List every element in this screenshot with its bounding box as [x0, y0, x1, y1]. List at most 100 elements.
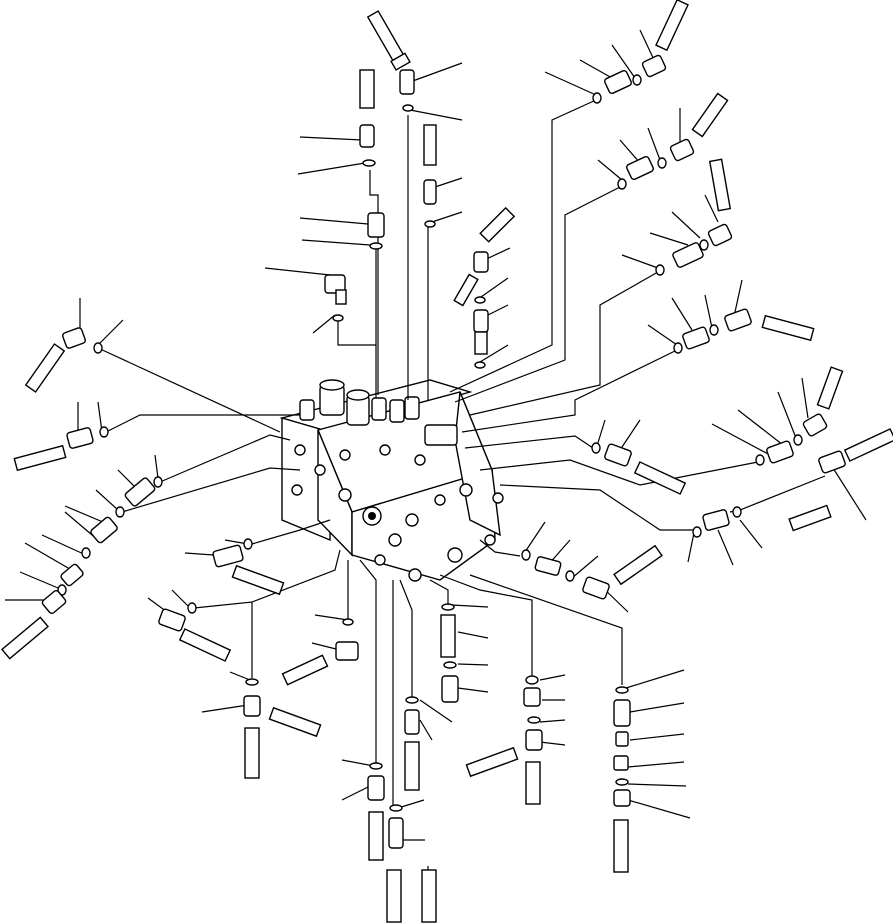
- o-ring: [692, 526, 702, 538]
- elbow-fitting: [324, 274, 347, 305]
- elbow-fitting: [802, 413, 828, 437]
- hose-end: [404, 741, 420, 791]
- fitting: [604, 69, 632, 95]
- o-ring: [474, 361, 486, 369]
- control-valve-block: [279, 379, 504, 582]
- o-ring: [617, 178, 627, 190]
- fitting: [441, 675, 459, 703]
- fitting: [367, 775, 385, 801]
- fitting: [523, 687, 541, 707]
- o-ring: [369, 762, 383, 770]
- elbow-fitting: [669, 138, 695, 162]
- fitting: [702, 509, 730, 531]
- o-ring: [245, 678, 259, 686]
- o-ring: [657, 157, 667, 169]
- fitting: [423, 179, 437, 205]
- elbow-fitting: [212, 544, 244, 568]
- hose-end: [479, 206, 516, 243]
- hose-end: [178, 628, 232, 662]
- fitting: [818, 450, 846, 474]
- o-ring: [332, 314, 344, 322]
- o-ring: [424, 220, 436, 228]
- o-ring: [615, 778, 629, 786]
- fitting: [525, 729, 543, 751]
- fitting: [613, 789, 631, 807]
- fitting: [613, 755, 629, 771]
- fitting: [682, 326, 710, 350]
- hose-end: [1, 616, 49, 660]
- o-ring: [362, 159, 376, 167]
- o-ring: [699, 239, 709, 251]
- fitting: [388, 817, 404, 849]
- o-ring: [525, 675, 539, 685]
- o-ring: [655, 264, 665, 276]
- o-ring: [342, 618, 354, 626]
- hose-end: [231, 564, 285, 596]
- fitting: [359, 124, 375, 148]
- elbow-fitting: [62, 327, 86, 349]
- o-ring: [732, 506, 742, 518]
- hose-end: [281, 654, 329, 686]
- o-ring: [243, 538, 253, 550]
- hose-end: [474, 331, 488, 355]
- hose-end: [788, 504, 832, 532]
- hose-end: [386, 869, 402, 923]
- o-ring: [521, 549, 531, 561]
- fitting: [672, 242, 704, 268]
- elbow-fitting: [158, 608, 186, 632]
- leader-lines: [5, 29, 867, 874]
- o-ring: [93, 342, 103, 354]
- o-ring: [632, 74, 642, 86]
- o-ring: [187, 602, 197, 614]
- o-ring: [441, 603, 455, 611]
- o-ring: [389, 804, 403, 812]
- o-ring: [81, 547, 91, 559]
- hose-end: [421, 869, 437, 923]
- o-ring: [474, 296, 486, 304]
- hose-end: [691, 92, 729, 138]
- fitting: [66, 427, 94, 449]
- o-ring: [402, 104, 414, 112]
- o-ring: [709, 324, 719, 336]
- o-ring: [592, 92, 602, 104]
- fitting: [613, 699, 631, 727]
- fitting: [367, 212, 385, 238]
- fitting: [534, 556, 562, 576]
- hose-end: [24, 343, 66, 393]
- hose-end: [816, 366, 844, 410]
- hose-end: [525, 761, 541, 805]
- fitting: [243, 695, 261, 717]
- hose-end: [366, 10, 411, 71]
- hose-end: [761, 314, 815, 342]
- o-ring: [615, 686, 629, 694]
- fitting: [90, 516, 118, 544]
- elbow-fitting: [41, 589, 67, 615]
- fitting: [473, 309, 489, 333]
- o-ring: [369, 242, 383, 250]
- hose-end: [708, 158, 732, 212]
- hose-end: [368, 811, 384, 861]
- hose-end: [613, 819, 629, 873]
- o-ring: [565, 570, 575, 582]
- hose-end: [268, 706, 322, 738]
- hose-end: [423, 124, 437, 166]
- hose-end: [453, 273, 479, 307]
- hose-end: [655, 0, 689, 52]
- fitting: [60, 563, 84, 587]
- hose-end: [359, 69, 375, 109]
- elbow-fitting: [335, 641, 359, 661]
- hose-end: [244, 727, 260, 779]
- fitting: [615, 731, 629, 747]
- fitting: [473, 251, 489, 273]
- fitting: [766, 440, 794, 464]
- o-ring: [527, 716, 541, 724]
- fitting: [404, 709, 420, 735]
- o-ring: [591, 442, 601, 454]
- o-ring: [115, 506, 125, 518]
- o-ring: [443, 661, 457, 669]
- elbow-fitting: [604, 443, 632, 467]
- plug: [440, 614, 456, 658]
- fitting: [626, 155, 654, 181]
